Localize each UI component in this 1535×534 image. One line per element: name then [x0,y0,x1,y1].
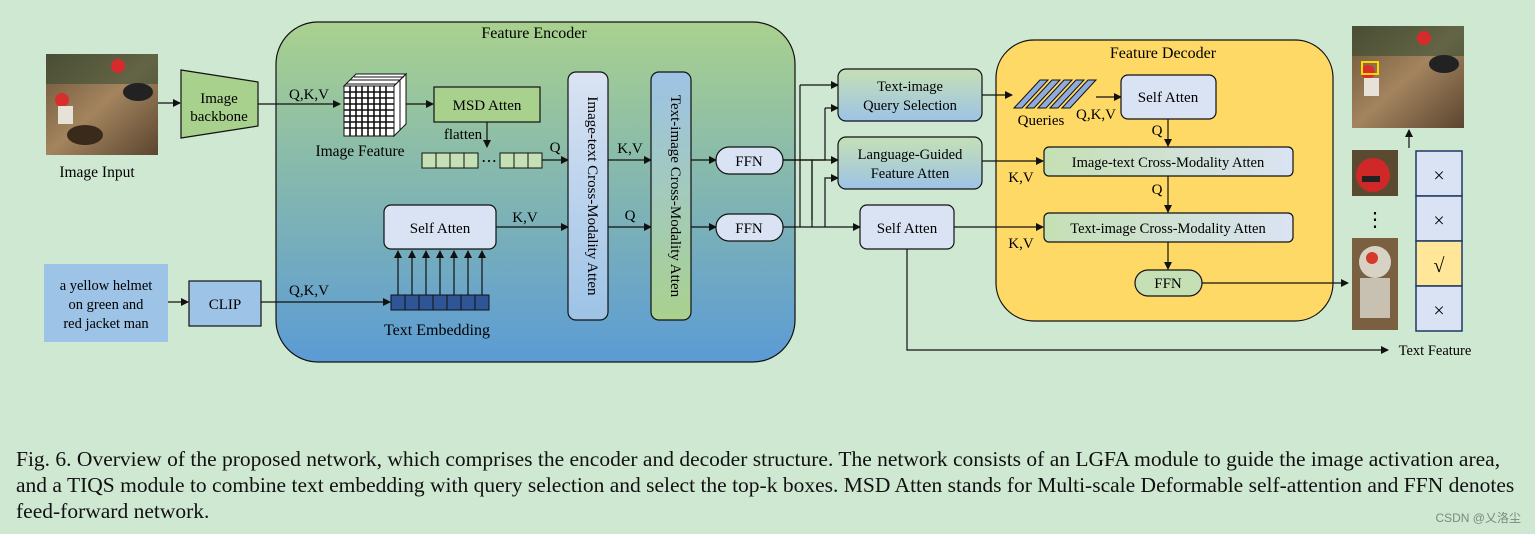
clip-label: CLIP [209,297,242,313]
candidate-crop-1 [1352,150,1398,196]
kv-decoder-label-2: K,V [1008,236,1034,252]
queries-label: Queries [1018,113,1065,129]
text-input-line-2: on green and [69,297,145,313]
figure-caption: Fig. 6. Overview of the proposed network… [16,447,1515,523]
feature-encoder-title: Feature Encoder [481,25,587,42]
embedding-up-arrows [394,250,486,295]
candidate-crop-2 [1352,238,1398,330]
text-image-cross-atten-box [650,71,692,321]
arrow-text-feature [906,249,1389,354]
text-input-line-3: red jacket man [63,316,149,332]
self-atten-mid-label: Self Atten [877,221,938,237]
result-mark-1: × [1433,165,1444,187]
image-feature-label: Image Feature [315,143,404,160]
result-column [1415,150,1463,332]
self-atten-decoder-label: Self Atten [1138,90,1199,106]
image-backbone-label-2: backbone [190,109,248,125]
kv-decoder-label-1: K,V [1008,170,1034,186]
flattened-tokens [421,152,543,169]
queries-stack [1012,79,1098,109]
lgfa-label-2: Feature Atten [871,166,950,182]
image-input-label: Image Input [59,164,135,181]
result-mark-2: × [1433,210,1444,232]
self-atten-encoder-label: Self Atten [410,221,471,237]
flatten-label: flatten [444,127,483,143]
tiqs-label-1: Text-image [877,79,943,95]
image-text-cross-atten-box [567,71,609,321]
q-decoder-label-2: Q [1152,182,1163,198]
lgfa-label-1: Language-Guided [858,147,963,163]
flat-dots: ⋯ [481,153,497,170]
image-backbone-box [180,69,259,139]
input-image [46,54,158,155]
feature-encoder-container [275,21,796,363]
text-image-cross-atten-label: Text-image Cross-Modality Atten [667,95,683,298]
text-input-box [44,264,168,342]
vertical-dots: ⋮ [1365,209,1385,231]
image-text-cross-dec-label: Image-text Cross-Modality Atten [1072,155,1265,171]
feature-decoder-title: Feature Decoder [1110,45,1217,62]
diagram-svg: Image Input Image backbone Feature Encod… [44,21,1472,363]
msd-atten-label: MSD Atten [453,98,522,114]
ffn-decoder-label: FFN [1154,276,1182,292]
qkv-label-1: Q,K,V [289,87,329,103]
network-diagram: Image Input Image backbone Feature Encod… [44,21,1472,363]
text-embedding-tokens [390,294,490,311]
lgfa-box [837,136,983,190]
image-text-cross-atten-label: Image-text Cross-Modality Atten [584,96,600,296]
q-decoder-label-1: Q [1152,123,1163,139]
tiqs-label-2: Query Selection [863,98,958,114]
output-image [1352,26,1464,128]
kv-encoder-label: K,V [512,210,538,226]
text-feature-label: Text Feature [1399,343,1472,359]
image-feature-cube [342,72,408,138]
routing-lines [783,81,861,231]
text-image-cross-dec-label: Text-image Cross-Modality Atten [1070,221,1266,237]
q-flat-label: Q [550,140,561,156]
result-mark-4: × [1433,300,1444,322]
kv-encoder-label-2: K,V [617,141,643,157]
result-mark-3: √ [1434,255,1445,277]
ffn-label-2: FFN [735,221,763,237]
image-backbone-label-1: Image [200,91,238,107]
clip-box [188,280,262,327]
q-encoder-label: Q [625,208,636,224]
text-embedding-label: Text Embedding [384,322,490,339]
watermark: CSDN @乂洛尘 [1435,511,1521,525]
feature-decoder-container [995,39,1334,322]
msd-atten-box [433,86,541,123]
detection-box [1361,61,1379,75]
ffn-label-1: FFN [735,154,763,170]
qkv-decoder-label: Q,K,V [1076,107,1116,123]
text-input-line-1: a yellow helmet [60,278,153,294]
qkv-label-2: Q,K,V [289,283,329,299]
